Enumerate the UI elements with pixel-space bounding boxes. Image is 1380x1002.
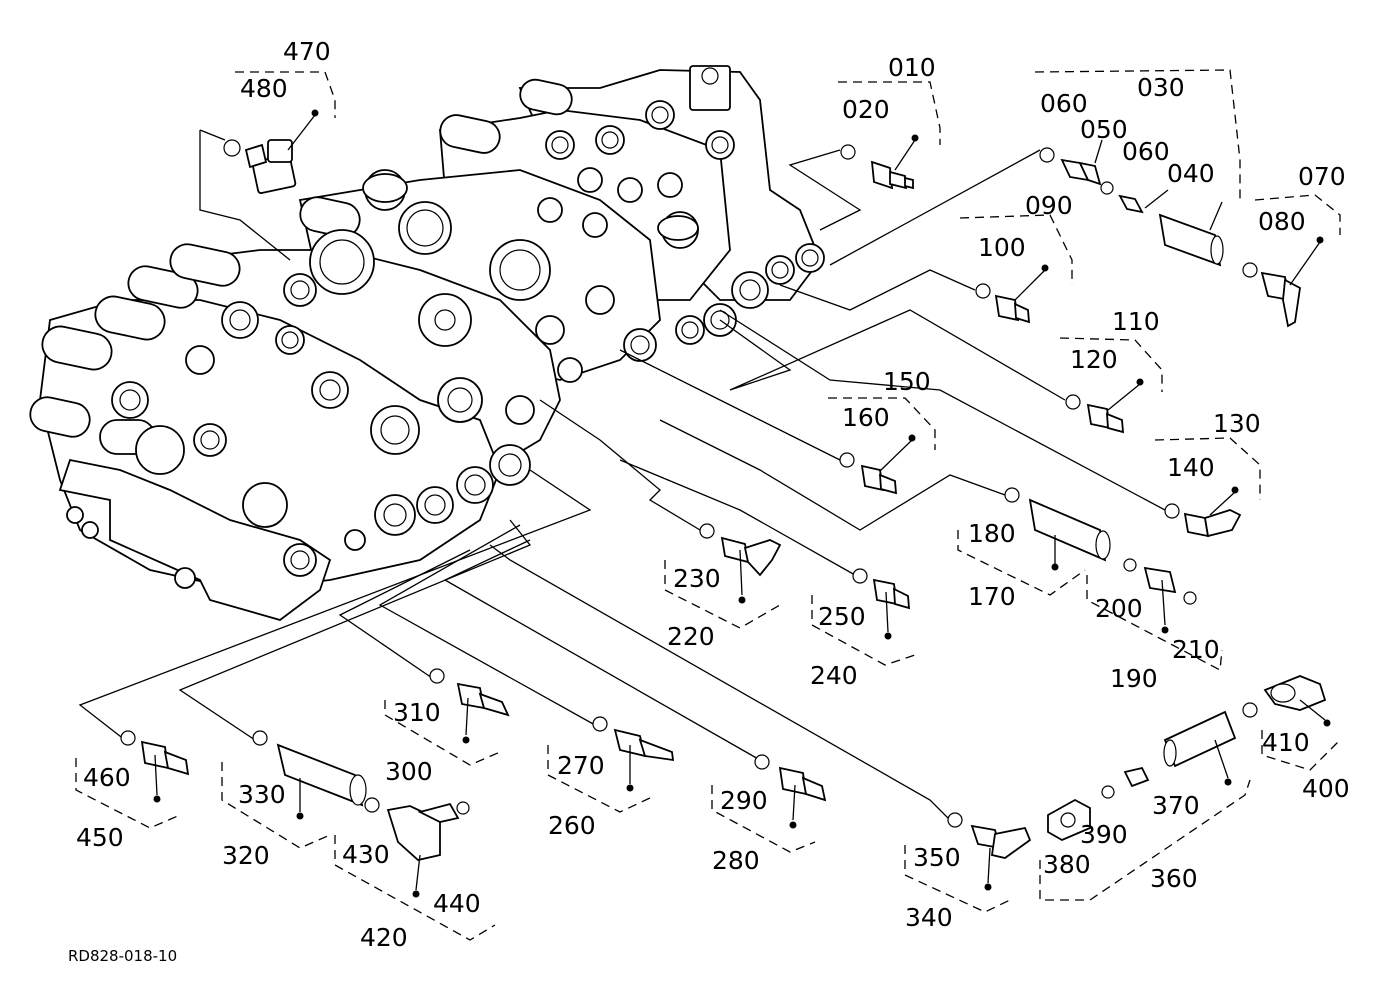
part-240-adapter (852, 568, 911, 640)
callout-100: 100 (978, 233, 1026, 262)
part-110-adapter (1065, 378, 1144, 434)
part-320-coupling (252, 730, 367, 820)
callout-370: 370 (1152, 791, 1200, 820)
callout-260: 260 (548, 811, 596, 840)
callout-170: 170 (968, 582, 1016, 611)
callout-460: 460 (83, 763, 131, 792)
callout-250: 250 (818, 602, 866, 631)
part-480-elbow-fitting (223, 109, 319, 194)
callout-430: 430 (342, 840, 390, 869)
callout-230: 230 (673, 564, 721, 593)
callout-labels: 470 480 010 020 030 060 050 060 040 070 … (76, 37, 1350, 952)
part-360-assembly (1047, 710, 1237, 842)
part-070-elbow (1242, 236, 1324, 328)
part-150-adapter (839, 434, 916, 495)
callout-120: 120 (1070, 345, 1118, 374)
callout-380: 380 (1043, 850, 1091, 879)
part-260-adapter (592, 716, 675, 792)
part-280-adapter (754, 754, 827, 829)
callout-330: 330 (238, 780, 286, 809)
callout-040: 040 (1167, 159, 1215, 188)
callout-410: 410 (1262, 728, 1310, 757)
callout-010: 010 (888, 53, 936, 82)
callout-350: 350 (913, 843, 961, 872)
callout-400: 400 (1302, 774, 1350, 803)
part-300-adapter (429, 668, 510, 744)
callout-190: 190 (1110, 664, 1158, 693)
part-010-adapter (840, 134, 919, 190)
callout-030: 030 (1137, 73, 1185, 102)
callout-220: 220 (667, 622, 715, 651)
callout-210: 210 (1172, 635, 1220, 664)
callout-450: 450 (76, 823, 124, 852)
callout-110: 110 (1112, 307, 1160, 336)
callout-180: 180 (968, 519, 1016, 548)
part-030-assembly (1039, 139, 1224, 267)
part-170-coupling (1004, 487, 1197, 634)
leader-lines (78, 129, 1166, 821)
callout-060a: 060 (1040, 89, 1088, 118)
callout-480: 480 (240, 74, 288, 103)
callout-420: 420 (360, 923, 408, 952)
part-130-elbow (1164, 486, 1242, 538)
drawing-code: RD828-018-10 (68, 947, 177, 965)
part-420-elbow (364, 797, 470, 898)
callout-080: 080 (1258, 207, 1306, 236)
callout-160: 160 (842, 403, 890, 432)
part-450-adapter (120, 730, 190, 803)
callout-240: 240 (810, 661, 858, 690)
callout-340: 340 (905, 903, 953, 932)
components (120, 109, 1331, 898)
callout-310: 310 (393, 698, 441, 727)
callout-140: 140 (1167, 453, 1215, 482)
callout-300: 300 (385, 757, 433, 786)
callout-070: 070 (1298, 162, 1346, 191)
callout-360: 360 (1150, 864, 1198, 893)
callout-440: 440 (433, 889, 481, 918)
callout-090: 090 (1025, 191, 1073, 220)
part-400-elbow (1242, 675, 1331, 727)
callout-130: 130 (1213, 409, 1261, 438)
callout-320: 320 (222, 841, 270, 870)
callout-280: 280 (712, 846, 760, 875)
callout-050: 050 (1080, 115, 1128, 144)
part-220-elbow (699, 523, 782, 604)
callout-060b: 060 (1122, 137, 1170, 166)
callout-470: 470 (283, 37, 331, 66)
part-090-adapter (975, 264, 1049, 324)
callout-020: 020 (842, 95, 890, 124)
callout-270: 270 (557, 751, 605, 780)
control-valve-assembly (29, 65, 825, 621)
group-brackets (75, 69, 1341, 941)
callout-200: 200 (1095, 594, 1143, 623)
callout-290: 290 (720, 786, 768, 815)
callout-390: 390 (1080, 820, 1128, 849)
callout-150: 150 (883, 367, 931, 396)
part-340-elbow (947, 812, 1032, 891)
